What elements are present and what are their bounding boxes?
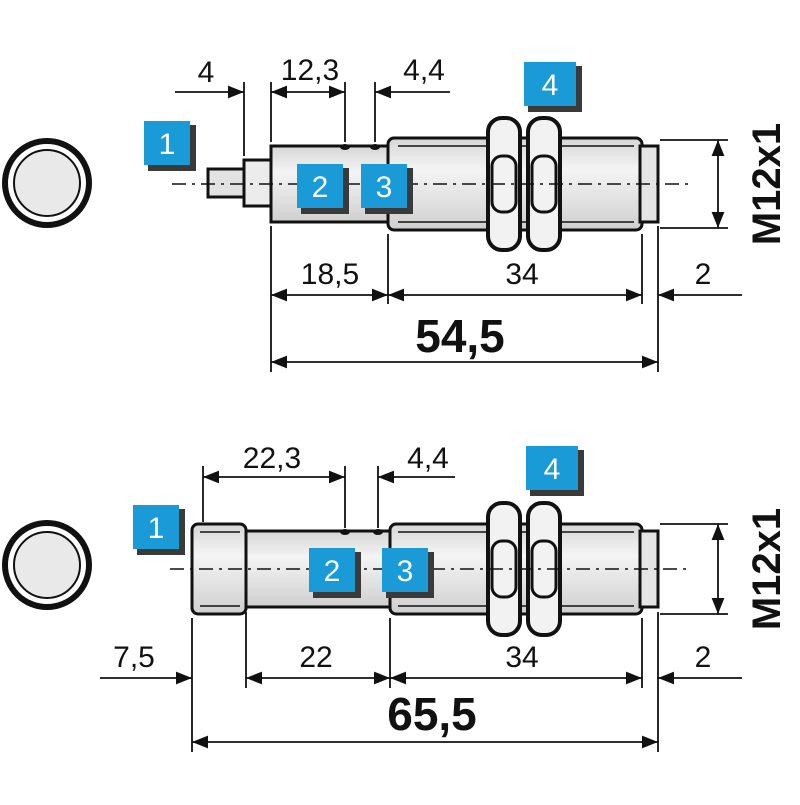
top-dim-rear-section: 18,5: [301, 258, 359, 291]
top-dim-thread-length: 34: [505, 258, 538, 291]
svg-text:4: 4: [542, 69, 559, 102]
svg-text:3: 3: [397, 555, 414, 588]
svg-text:4: 4: [544, 453, 561, 486]
top-dim-total-length: 54,5: [415, 310, 505, 362]
top-dim-end-cap: 2: [695, 258, 712, 291]
bottom-dim-gap: 4,4: [407, 442, 449, 475]
bottom-dim-sensor-zone: 22,3: [243, 442, 301, 475]
bottom-dimension-lines: [100, 470, 742, 749]
svg-text:2: 2: [324, 555, 341, 588]
top-badge-1: 1: [144, 121, 196, 171]
bottom-thread-size: M12x1: [745, 508, 789, 630]
svg-text:2: 2: [312, 171, 329, 204]
top-probe-tip: [206, 158, 273, 208]
top-dim-gap: 4,4: [403, 54, 445, 87]
top-dim-tip-length: 4: [198, 56, 215, 89]
bottom-dim-rear-section: 22: [299, 641, 332, 674]
svg-text:1: 1: [159, 128, 176, 161]
bottom-dim-total-length: 65,5: [387, 688, 477, 740]
top-dimension-lines: [175, 85, 742, 369]
bottom-end-view: [2, 520, 92, 610]
bottom-badge-3: 3: [382, 548, 434, 598]
bottom-dim-front-offset: 7,5: [113, 641, 155, 674]
bottom-badge-4: 4: [526, 446, 584, 496]
top-badge-4: 4: [524, 62, 582, 112]
top-thread-size: M12x1: [745, 123, 789, 245]
bottom-sensor-drawing: 22,3 4,4 7,5 22 34 2 65,5 M12x1 1 2 3 4: [2, 442, 789, 752]
bottom-dim-thread-length: 34: [505, 641, 538, 674]
top-sensor-drawing: 4 12,3 4,4 18,5 34 2 54,5 M12x1 1 2 3 4: [2, 54, 789, 372]
bottom-badge-1: 1: [133, 505, 185, 555]
top-badge-3: 3: [361, 164, 413, 214]
bottom-dim-end-cap: 2: [695, 641, 712, 674]
bottom-badge-2: 2: [309, 548, 361, 598]
top-badge-2: 2: [297, 164, 349, 214]
top-dim-sensor-zone: 12,3: [281, 54, 339, 87]
top-end-view: [2, 138, 92, 228]
svg-text:3: 3: [376, 171, 393, 204]
svg-text:1: 1: [148, 512, 165, 545]
